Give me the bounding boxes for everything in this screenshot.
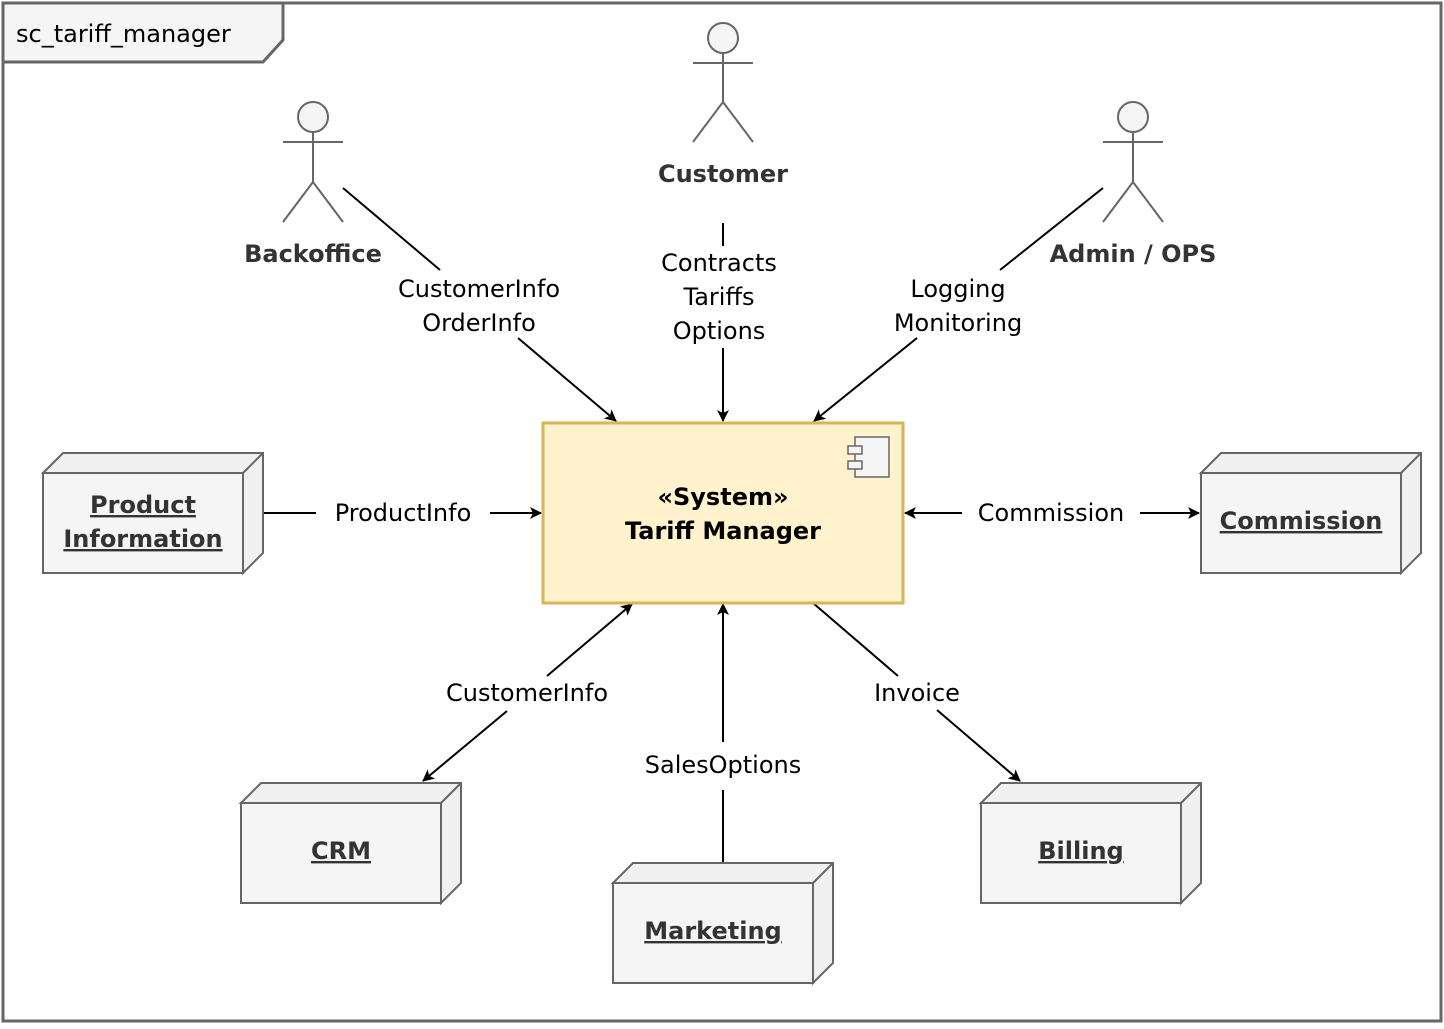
system-name: Tariff Manager bbox=[625, 517, 821, 545]
actor-admin-icon bbox=[1102, 101, 1164, 223]
node-billing-label: Billing bbox=[1038, 837, 1123, 865]
component-icon bbox=[847, 436, 890, 478]
edge-billing-line-b bbox=[936, 709, 1021, 782]
node-billing[interactable] bbox=[978, 782, 1202, 906]
edge-crm-line-a bbox=[546, 603, 633, 677]
node-crm[interactable] bbox=[238, 782, 462, 906]
node-marketing-label: Marketing bbox=[644, 917, 781, 945]
edge-admin-line-a bbox=[999, 187, 1104, 271]
edge-backoffice-line-a bbox=[342, 187, 441, 271]
edge-crm-label: CustomerInfo bbox=[446, 679, 608, 707]
edge-billing-label: Invoice bbox=[874, 679, 960, 707]
actor-customer-icon bbox=[692, 22, 754, 143]
frame-title: sc_tariff_manager bbox=[16, 20, 231, 48]
system-tariff-manager[interactable] bbox=[541, 421, 905, 605]
edge-customer-label-3: Options bbox=[673, 317, 766, 345]
node-product-information-label-2: Information bbox=[63, 525, 222, 553]
edge-customer-label-1: Contracts bbox=[661, 249, 777, 277]
node-commission[interactable] bbox=[1198, 452, 1422, 576]
actor-backoffice-icon bbox=[282, 101, 344, 223]
edge-commission-label: Commission bbox=[978, 499, 1124, 527]
node-product-information[interactable] bbox=[40, 452, 264, 576]
edge-product-label: ProductInfo bbox=[335, 499, 472, 527]
edge-admin-line-b bbox=[813, 337, 918, 422]
edge-customer-label-2: Tariffs bbox=[683, 283, 755, 311]
edge-backoffice-label-2: OrderInfo bbox=[422, 309, 536, 337]
system-stereotype: «System» bbox=[658, 483, 789, 511]
node-marketing[interactable] bbox=[610, 862, 834, 986]
actor-backoffice-label: Backoffice bbox=[244, 240, 382, 268]
node-commission-label: Commission bbox=[1220, 507, 1383, 535]
edge-admin-label-1: Logging bbox=[910, 275, 1005, 303]
actor-customer-label: Customer bbox=[658, 160, 788, 188]
edge-billing-line-a bbox=[812, 602, 899, 677]
edge-crm-line-b bbox=[422, 710, 508, 782]
node-crm-label: CRM bbox=[311, 837, 371, 865]
node-product-information-label-1: Product bbox=[90, 491, 196, 519]
frame-title-tab bbox=[1, 1, 285, 64]
edge-backoffice-line-b bbox=[517, 337, 617, 422]
edge-backoffice-label-1: CustomerInfo bbox=[398, 275, 560, 303]
edge-admin-label-2: Monitoring bbox=[894, 309, 1022, 337]
edge-marketing-label: SalesOptions bbox=[645, 751, 801, 779]
actor-admin-label: Admin / OPS bbox=[1050, 240, 1217, 268]
